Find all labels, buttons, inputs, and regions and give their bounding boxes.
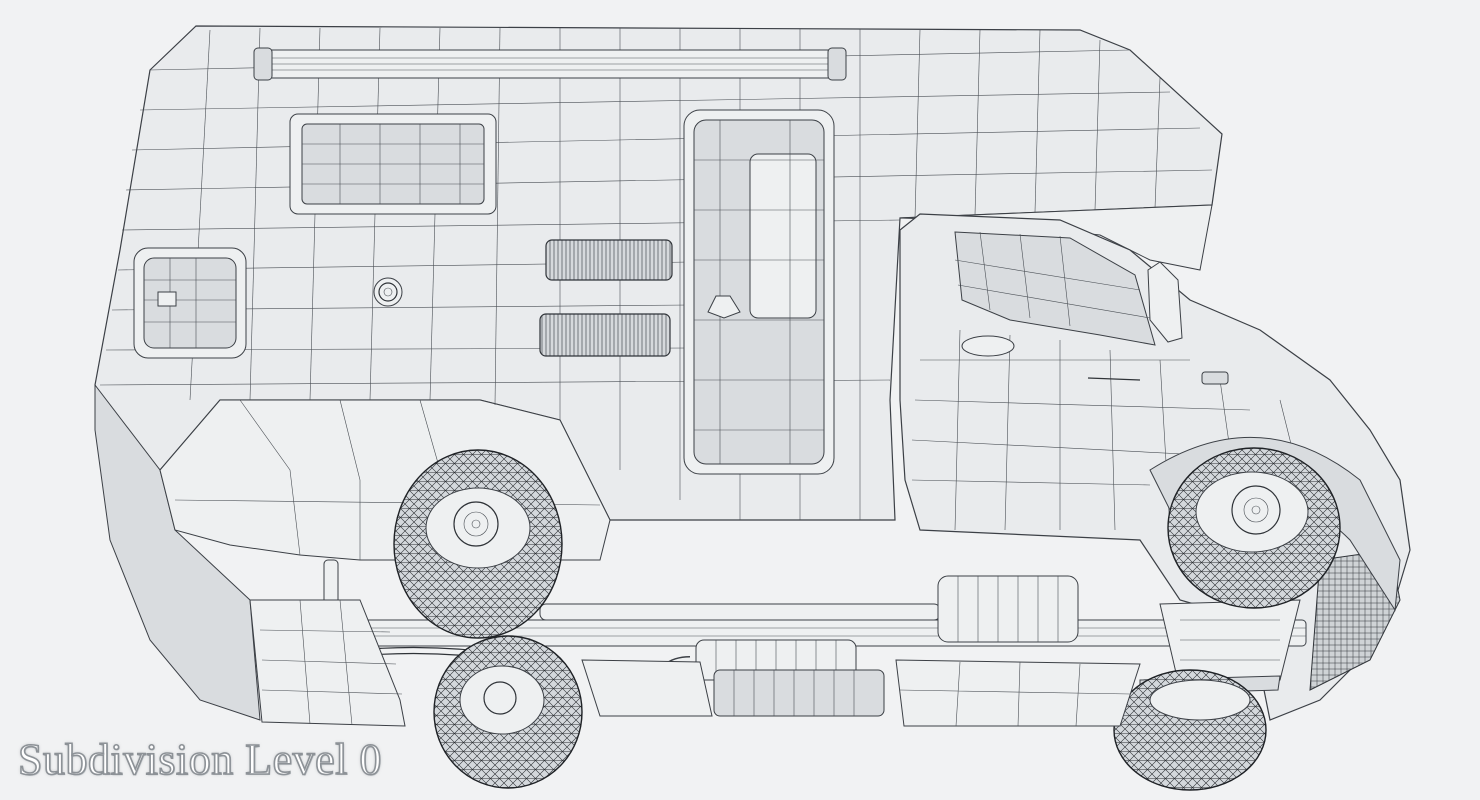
roof-vents [539, 239, 673, 357]
rear-wheel-lower [433, 635, 583, 789]
vent-cap [373, 277, 403, 307]
roof-rail [253, 47, 847, 81]
skylight [683, 109, 835, 475]
small-hatch [133, 247, 247, 359]
front-wheel-lower [1113, 669, 1267, 791]
underside-panels [249, 599, 1141, 727]
subdivision-level-caption: Subdivision Level 0 [17, 735, 382, 784]
roof-hatch [289, 113, 497, 215]
rear-wheel-upper [393, 449, 563, 639]
front-wheel-upper [1167, 447, 1341, 609]
